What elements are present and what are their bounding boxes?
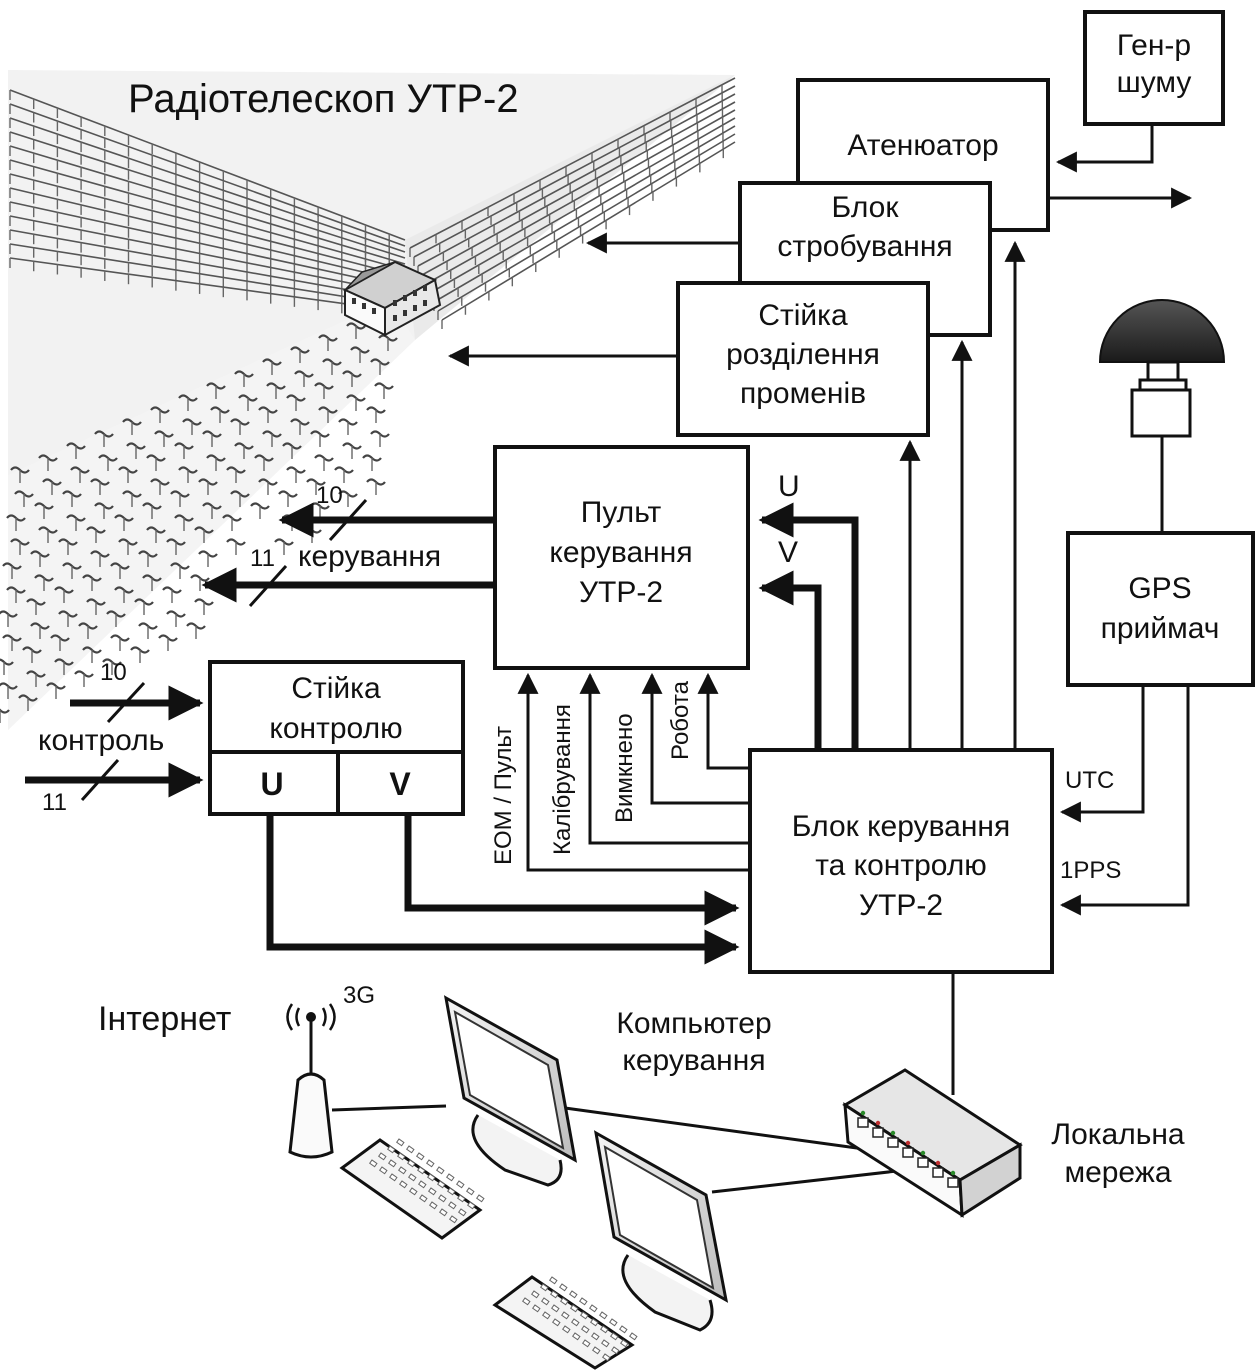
u-signal-arrow: U (758, 470, 859, 750)
utc-signal-arrow: UTC (1059, 685, 1145, 823)
main-control-unit-block: Блок керування та контролю УТР-2 (748, 748, 1054, 974)
noise-to-attenuator-arrow (1055, 124, 1154, 173)
lan-label-1: Локальна (1051, 1118, 1185, 1151)
svg-text:Калібрування: Калібрування (549, 704, 576, 855)
svg-text:Вимкнено: Вимкнено (611, 713, 638, 823)
svg-text:V: V (389, 766, 411, 802)
computer-label-2: керування (622, 1044, 765, 1077)
control-input-11: 11 (25, 758, 204, 816)
svg-text:приймач: приймач (1101, 612, 1220, 645)
svg-text:стробування: стробування (777, 230, 952, 263)
wireless-router-icon (286, 1003, 336, 1159)
lan-label-2: мережа (1064, 1156, 1171, 1189)
rack-v-to-main (404, 814, 740, 926)
svg-text:UTC: UTC (1065, 767, 1114, 794)
control-input-label: контроль (38, 724, 164, 757)
computer2-cable (711, 1168, 907, 1194)
svg-text:контролю: контролю (269, 712, 402, 745)
computer-label-1: Компьютер (616, 1007, 771, 1040)
svg-text:та контролю: та контролю (815, 849, 987, 882)
keyboard-icon (492, 1275, 638, 1370)
control-output-label: керування (298, 540, 441, 573)
control-input-10: 10 (70, 659, 204, 724)
svg-text:11: 11 (42, 789, 67, 816)
mode-line-work: Робота (667, 672, 750, 770)
svg-text:11: 11 (250, 545, 275, 572)
pps-signal-arrow: 1PPS (1059, 685, 1190, 916)
svg-text:U: U (260, 766, 283, 802)
svg-text:УТР-2: УТР-2 (859, 889, 943, 922)
beam-split-block: Стійка розділення променів (676, 281, 930, 437)
svg-text:Атенюатор: Атенюатор (847, 129, 998, 162)
noise-generator-block: Ген-р шуму (1083, 10, 1225, 126)
building-icon (342, 260, 442, 337)
computer1-cable (564, 1106, 887, 1154)
rack-u-to-main (266, 814, 740, 965)
svg-text:УТР-2: УТР-2 (579, 576, 663, 609)
svg-text:променів: променів (740, 377, 866, 410)
svg-text:V: V (778, 536, 798, 569)
svg-text:10: 10 (100, 659, 127, 686)
keyboard-icon (339, 1138, 485, 1240)
panel-output-11: 11 (201, 545, 495, 608)
monitor-icon (443, 995, 578, 1187)
svg-text:Пульт: Пульт (581, 496, 662, 529)
svg-text:Стійка: Стійка (758, 299, 848, 332)
svg-text:Ген-р: Ген-р (1117, 29, 1191, 62)
mode-line-eom: ЕОМ / Пульт (490, 672, 750, 872)
internet-label: Інтернет (98, 1000, 231, 1038)
svg-text:1PPS: 1PPS (1060, 857, 1121, 884)
svg-text:GPS: GPS (1128, 572, 1191, 605)
svg-text:U: U (778, 470, 800, 503)
mode-line-calibration: Калібрування (549, 672, 750, 855)
svg-text:ЕОМ / Пульт: ЕОМ / Пульт (490, 726, 517, 865)
panel-output-10: 10 (278, 482, 495, 542)
mode-line-off: Вимкнено (611, 672, 750, 823)
svg-text:шуму: шуму (1117, 66, 1192, 99)
svg-text:керування: керування (549, 536, 692, 569)
router-cable (331, 1104, 447, 1112)
svg-text:Стійка: Стійка (291, 672, 381, 705)
diagram-title: Радіотелескоп УТР-2 (128, 77, 519, 121)
3g-label: 3G (343, 982, 375, 1009)
network-switch-icon (842, 1068, 1023, 1218)
svg-text:Робота: Робота (667, 680, 694, 760)
svg-text:Блок керування: Блок керування (792, 810, 1011, 843)
svg-text:10: 10 (316, 482, 343, 509)
gps-antenna-icon (1098, 299, 1226, 533)
monitor-icon (593, 1130, 729, 1332)
v-signal-arrow: V (758, 536, 822, 750)
gps-receiver-block: GPS приймач (1066, 531, 1255, 687)
svg-text:Блок: Блок (831, 191, 899, 224)
control-panel-block: Пульт керування УТР-2 (493, 445, 750, 670)
svg-text:розділення: розділення (726, 338, 880, 371)
control-rack-block: Стійка контролю U V (208, 660, 465, 816)
